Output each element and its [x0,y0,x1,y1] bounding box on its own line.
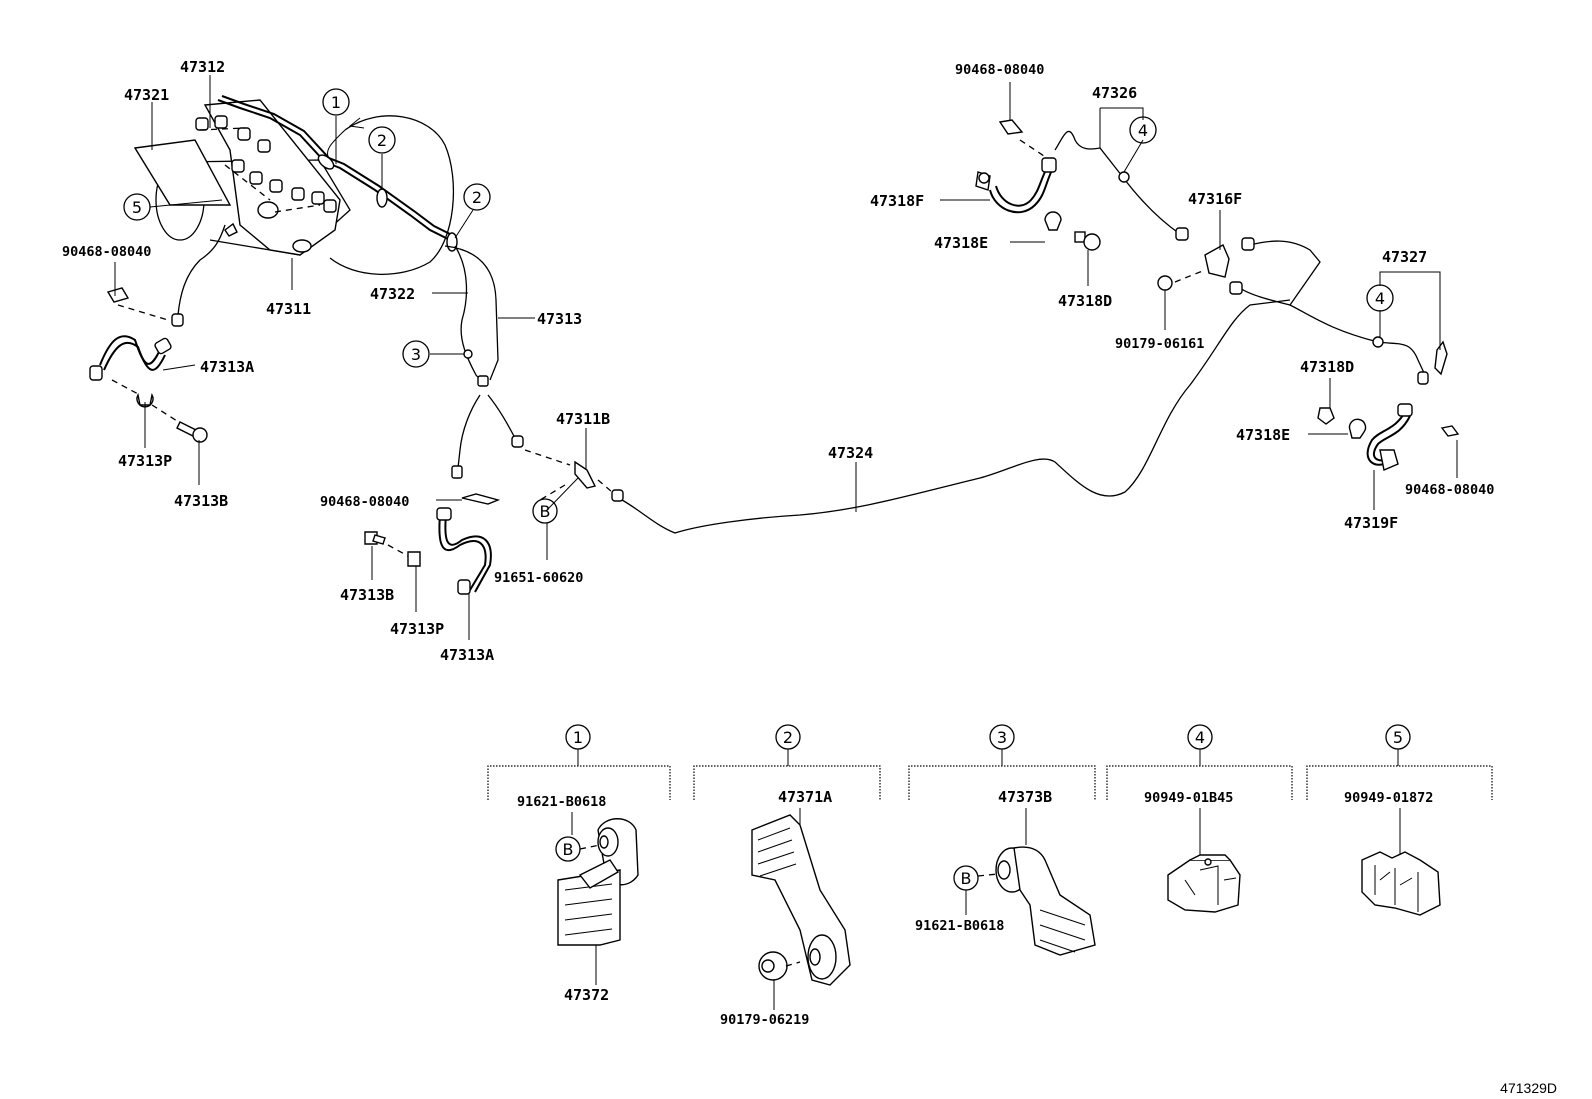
detail-group-1-part-bottom: 47372 [564,986,609,1004]
detail-group-3-number: 3 [997,728,1007,747]
label-47312: 47312 [180,58,225,76]
label-47327: 47327 [1382,248,1427,266]
label-47318e-right: 47318E [1236,426,1290,444]
label-47313a-top: 47313A [200,358,254,376]
label-47322: 47322 [370,285,415,303]
detail-group-5: 5 90949-01872 [1306,724,1493,916]
label-47321: 47321 [124,86,169,104]
svg-text:B: B [540,502,551,521]
label-47318d-right: 47318D [1300,358,1354,376]
callout-5: 5 [123,193,151,221]
detail-group-3-ref: B [961,869,972,888]
detail-group-3: 3 47373B B 91621-B0618 [908,724,1096,956]
detail-group-4-number: 4 [1195,728,1205,747]
svg-text:1: 1 [331,93,341,112]
brake-booster-assembly [133,95,524,479]
svg-text:2: 2 [377,131,387,150]
label-47319f: 47319F [1344,514,1398,532]
detail-group-1-part-top: 91621-B0618 [517,794,606,810]
detail-group-1: 1 91621-B0618 B 47372 [487,724,671,1004]
label-90179-06161: 90179-06161 [1115,336,1204,352]
svg-text:3: 3 [411,345,421,364]
detail-group-3-part-side: 91621-B0618 [915,918,1004,934]
callout-4b: 4 [1366,284,1394,312]
callout-b: B [532,498,558,524]
flex-hose-right-front [364,493,501,595]
svg-text:4: 4 [1375,289,1385,308]
detail-group-4-part-top: 90949-01B45 [1144,790,1233,806]
detail-group-3-part-top: 47373B [998,788,1052,806]
svg-text:5: 5 [132,198,142,217]
callout-2a: 2 [368,126,396,154]
detail-group-4: 4 90949-01B45 [1106,724,1293,913]
label-47318f: 47318F [870,192,924,210]
diagram-code: 471329D [1500,1080,1557,1096]
detail-group-1-number: 1 [573,728,583,747]
detail-group-2: 2 47371A 90179-06219 [693,724,881,1028]
callout-markers: 1 2 2 3 4 4 5 B [123,88,1394,524]
detail-group-2-number: 2 [783,728,793,747]
label-91651-60620: 91651-60620 [494,570,583,586]
detail-group-2-part-bottom: 90179-06219 [720,1012,809,1028]
part-labels: 47312 47321 47311 47322 47313 90468-0804… [62,58,1494,664]
label-90468-08040-right-bottom: 90468-08040 [1405,482,1494,498]
label-47313p-top: 47313P [118,452,172,470]
svg-text:4: 4 [1138,121,1148,140]
label-47313b-top: 47313B [174,492,228,510]
rear-valve-assembly [975,119,1460,471]
detail-group-5-number: 5 [1393,728,1403,747]
label-47326: 47326 [1092,84,1137,102]
detail-group-2-part-top: 47371A [778,788,832,806]
label-47318e-top: 47318E [934,234,988,252]
callout-1: 1 [322,88,350,116]
label-47318d-top: 47318D [1058,292,1112,310]
leader-lines [114,75,1458,640]
callout-3: 3 [402,340,473,368]
label-47324: 47324 [828,444,873,462]
label-90468-08040-mid: 90468-08040 [320,494,409,510]
detail-group-1-ref: B [563,840,574,859]
label-47313p-bottom: 47313P [390,620,444,638]
label-47316f: 47316F [1188,190,1242,208]
label-90468-08040-left: 90468-08040 [62,244,151,260]
label-47313a-bottom: 47313A [440,646,494,664]
bracket-47311b [524,449,624,502]
svg-text:2: 2 [472,188,482,207]
detail-group-5-part-top: 90949-01872 [1344,790,1433,806]
label-47313: 47313 [537,310,582,328]
label-47311b: 47311B [556,410,610,428]
callout-4a: 4 [1129,116,1157,144]
flex-hose-left-front [89,287,208,443]
label-90468-08040-right-top: 90468-08040 [955,62,1044,78]
label-47313b-bottom: 47313B [340,586,394,604]
rear-brake-line [621,299,1291,534]
callout-2b: 2 [463,183,491,211]
label-47311: 47311 [266,300,311,318]
